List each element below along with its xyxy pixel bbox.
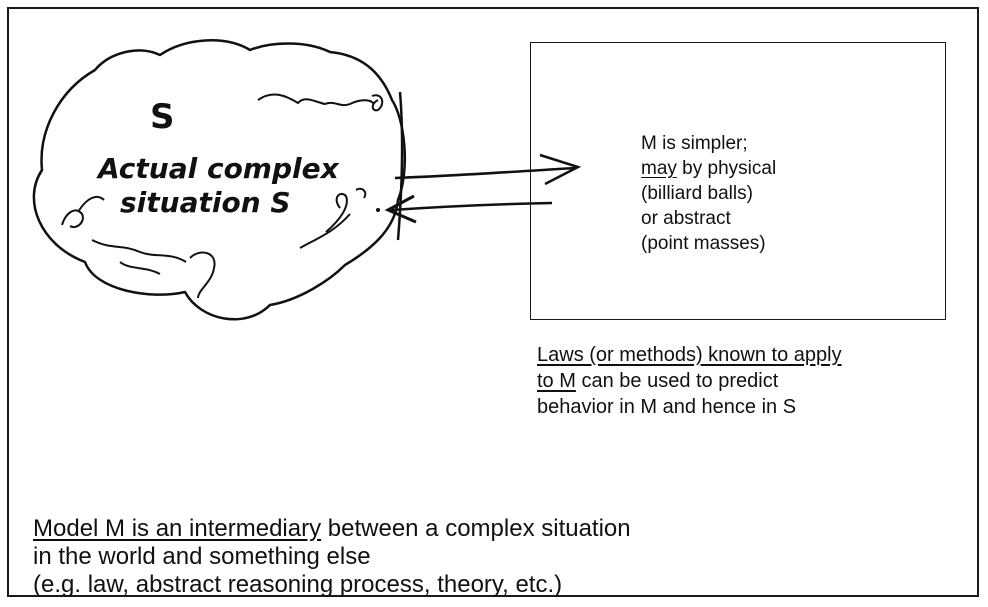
summary-line-3: (e.g. law, abstract reasoning process, t… [33,571,563,598]
arrow-to-situation [391,201,553,212]
situation-label-line1: Actual complex [96,152,340,185]
situation-symbol: S [150,97,175,137]
laws-line-3: behavior in M and hence in S [537,396,797,418]
model-line-1: M is simpler; [641,133,748,154]
situation-label-line2: situation S [120,186,291,219]
scribble-top [257,93,375,107]
scribble-right [299,187,367,249]
scribble-bottom [91,239,216,299]
scribble-mark [371,94,384,112]
laws-to-m: to M [537,370,576,392]
laws-note: Laws (or methods) known to apply to M ca… [537,342,967,420]
model-line-4: or abstract [641,208,731,229]
laws-heading: Laws (or methods) known to apply [537,344,842,366]
situation-cloud [32,39,407,321]
arrow-to-model [394,166,576,180]
diagram-frame [7,7,979,597]
summary-line-2: in the world and something else [33,543,371,570]
laws-line-2-rest: can be used to predict [575,370,779,392]
summary-text: Model M is an intermediary between a com… [33,515,963,599]
model-description: M is simpler; may by physical (billiard … [641,131,931,256]
model-box: M is simpler; may by physical (billiard … [530,42,946,320]
scribble-left [61,195,105,228]
model-line-3: (billiard balls) [641,183,753,204]
boundary-stroke [396,91,404,241]
laws-line-1: Laws (or methods) known to apply [537,342,967,368]
summary-heading: Model M is an intermediary [33,515,322,542]
arrow-to-situation-head [384,194,417,224]
summary-line-1: Model M is an intermediary between a com… [33,515,963,543]
model-line-2-rest: by physical [676,158,777,179]
model-may: may [641,158,677,179]
dot-mark [376,208,380,212]
summary-line-1-rest: between a complex situation [321,515,631,542]
laws-line-2: to M can be used to predict [537,368,967,394]
model-line-5: (point masses) [641,233,766,254]
model-line-2: may by physical [641,156,931,181]
arrow-to-model-head [539,153,582,186]
